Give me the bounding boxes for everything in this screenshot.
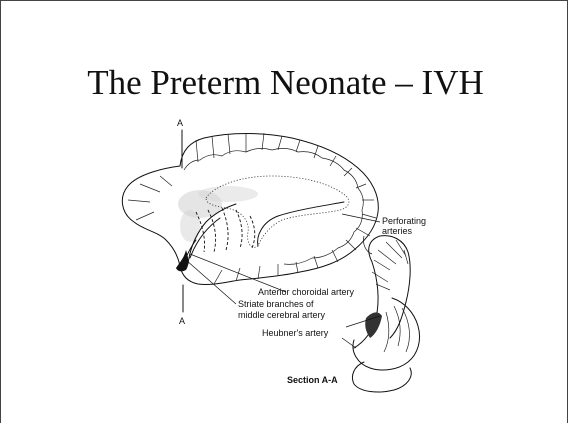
label-striate-1: Striate branches of xyxy=(238,299,314,309)
label-heubner: Heubner's artery xyxy=(262,328,329,338)
section-marker-bottom: A xyxy=(179,316,185,326)
hemisphere-outline xyxy=(122,134,378,285)
label-striate-2: middle cerebral artery xyxy=(238,310,326,320)
label-perforating-2: arteries xyxy=(382,226,413,236)
label-anterior-choroidal: Anterior choroidal artery xyxy=(258,287,355,297)
section-marker-top: A xyxy=(177,118,183,128)
germinal-matrix-stipple xyxy=(178,186,258,242)
section-a-a-drawing xyxy=(352,236,419,392)
label-section: Section A-A xyxy=(287,375,338,385)
label-perforating-1: Perforating xyxy=(382,216,426,226)
gyri-lines xyxy=(128,133,376,284)
caudate-curve xyxy=(258,202,344,246)
